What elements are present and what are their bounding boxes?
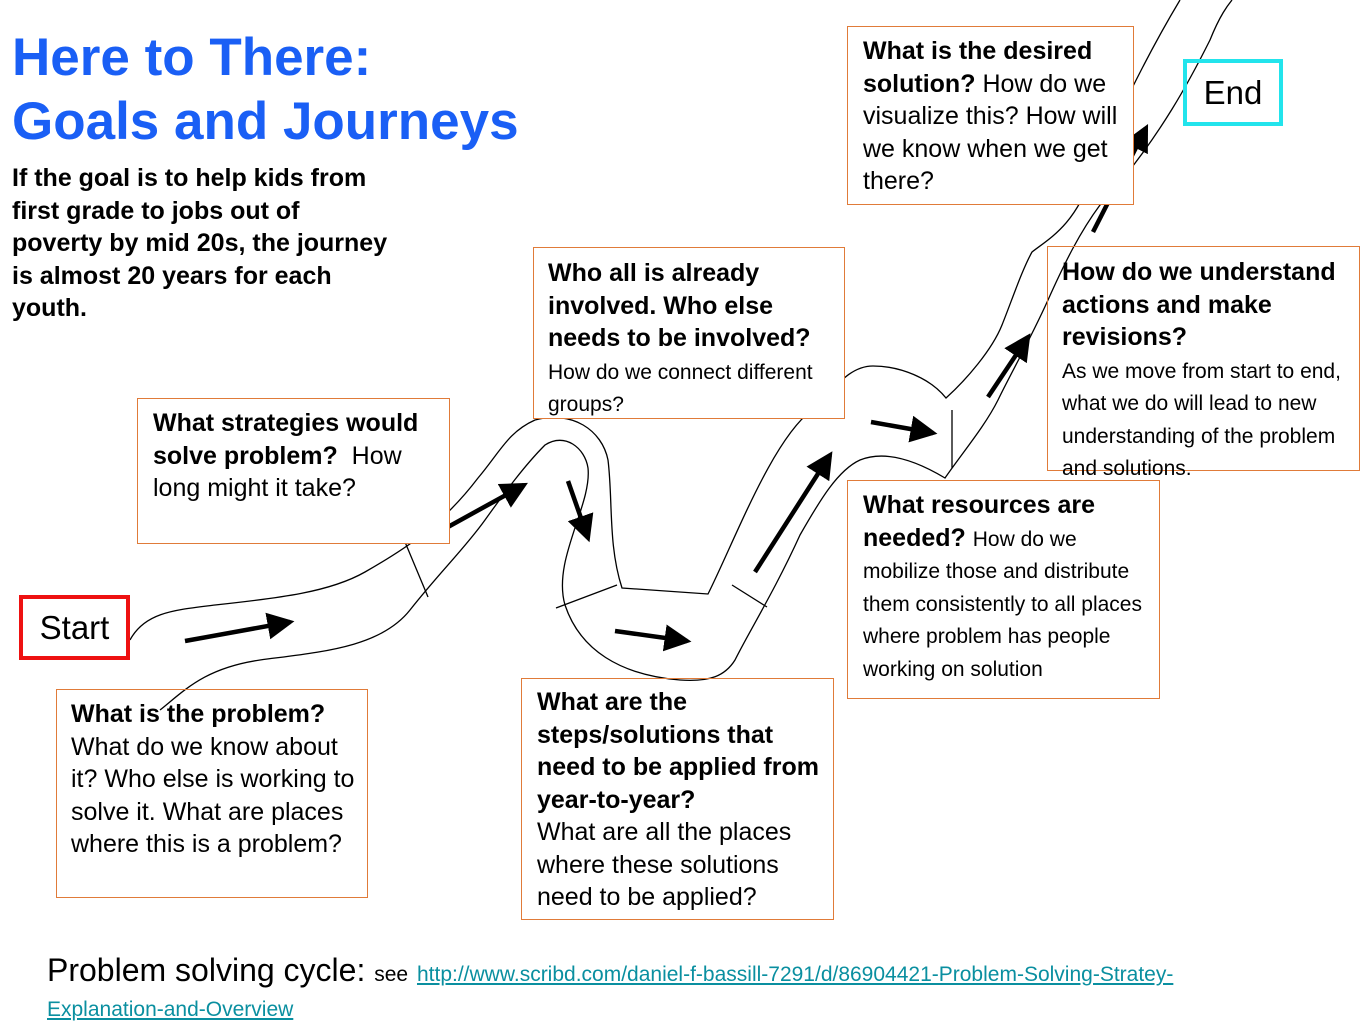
end-marker: End [1183, 59, 1283, 126]
road-divider [404, 541, 429, 598]
page-title: Here to There: Goals and Journeys [12, 26, 519, 154]
title-line-1: Here to There: [12, 28, 372, 87]
box-revisions: How do we understand actions and make re… [1047, 246, 1360, 480]
box-heading: What strategies would solve problem? [153, 409, 419, 470]
box-body: What are all the places where these solu… [537, 818, 792, 911]
road-upper-edge [129, 0, 1181, 641]
box-body: How long might it take? [153, 441, 402, 503]
footer-label: Problem solving cycle: [47, 952, 366, 988]
progress-arrow [184, 612, 295, 644]
box-heading: What are the steps/solutions that need t… [537, 688, 819, 814]
box-body: How do we connect different groups? [548, 360, 813, 417]
road-lower-edge [159, 0, 1233, 711]
road-divider [731, 584, 768, 608]
road-divider [555, 584, 618, 609]
box-body-lead: How do we [972, 527, 1077, 551]
box-body: As we move from start to end, what we do… [1062, 359, 1341, 481]
start-marker: Start [19, 595, 130, 660]
box-body: mobilize those and distribute them consi… [863, 560, 1142, 681]
box-problem: What is the problem? What do we know abo… [56, 689, 368, 898]
progress-arrow [565, 480, 594, 543]
footer-see: see [374, 963, 409, 986]
progress-arrow [753, 451, 833, 574]
intro-text: If the goal is to help kids from first g… [12, 164, 388, 322]
box-desired-solution: What is the desired solution? How do we … [847, 26, 1134, 205]
box-resources: What resources are needed? How do we mob… [847, 480, 1160, 699]
box-heading: Who all is already involved. Who else ne… [548, 259, 811, 352]
progress-arrow [870, 415, 938, 443]
title-line-2: Goals and Journeys [12, 92, 519, 151]
box-heading: How do we understand actions and make re… [1062, 258, 1336, 351]
box-body: How do we visualize this? How will we kn… [863, 69, 1118, 196]
box-body: What do we know about it? Who else is wo… [71, 732, 355, 859]
footer: Problem solving cycle: see http://www.sc… [47, 952, 1247, 1025]
box-heading: What is the problem? [71, 700, 326, 728]
box-heading: What is the desired solution? [863, 37, 1093, 98]
progress-arrow [986, 333, 1031, 399]
box-steps-solutions: What are the steps/solutions that need t… [521, 678, 834, 920]
progress-arrow [614, 624, 692, 652]
box-heading: What resources are needed? [863, 491, 1096, 552]
box-strategies: What strategies would solve problem? How… [137, 398, 450, 544]
reference-link[interactable]: http://www.scribd.com/daniel-f-bassill-7… [47, 963, 1174, 1021]
box-who-involved: Who all is already involved. Who else ne… [533, 247, 845, 419]
